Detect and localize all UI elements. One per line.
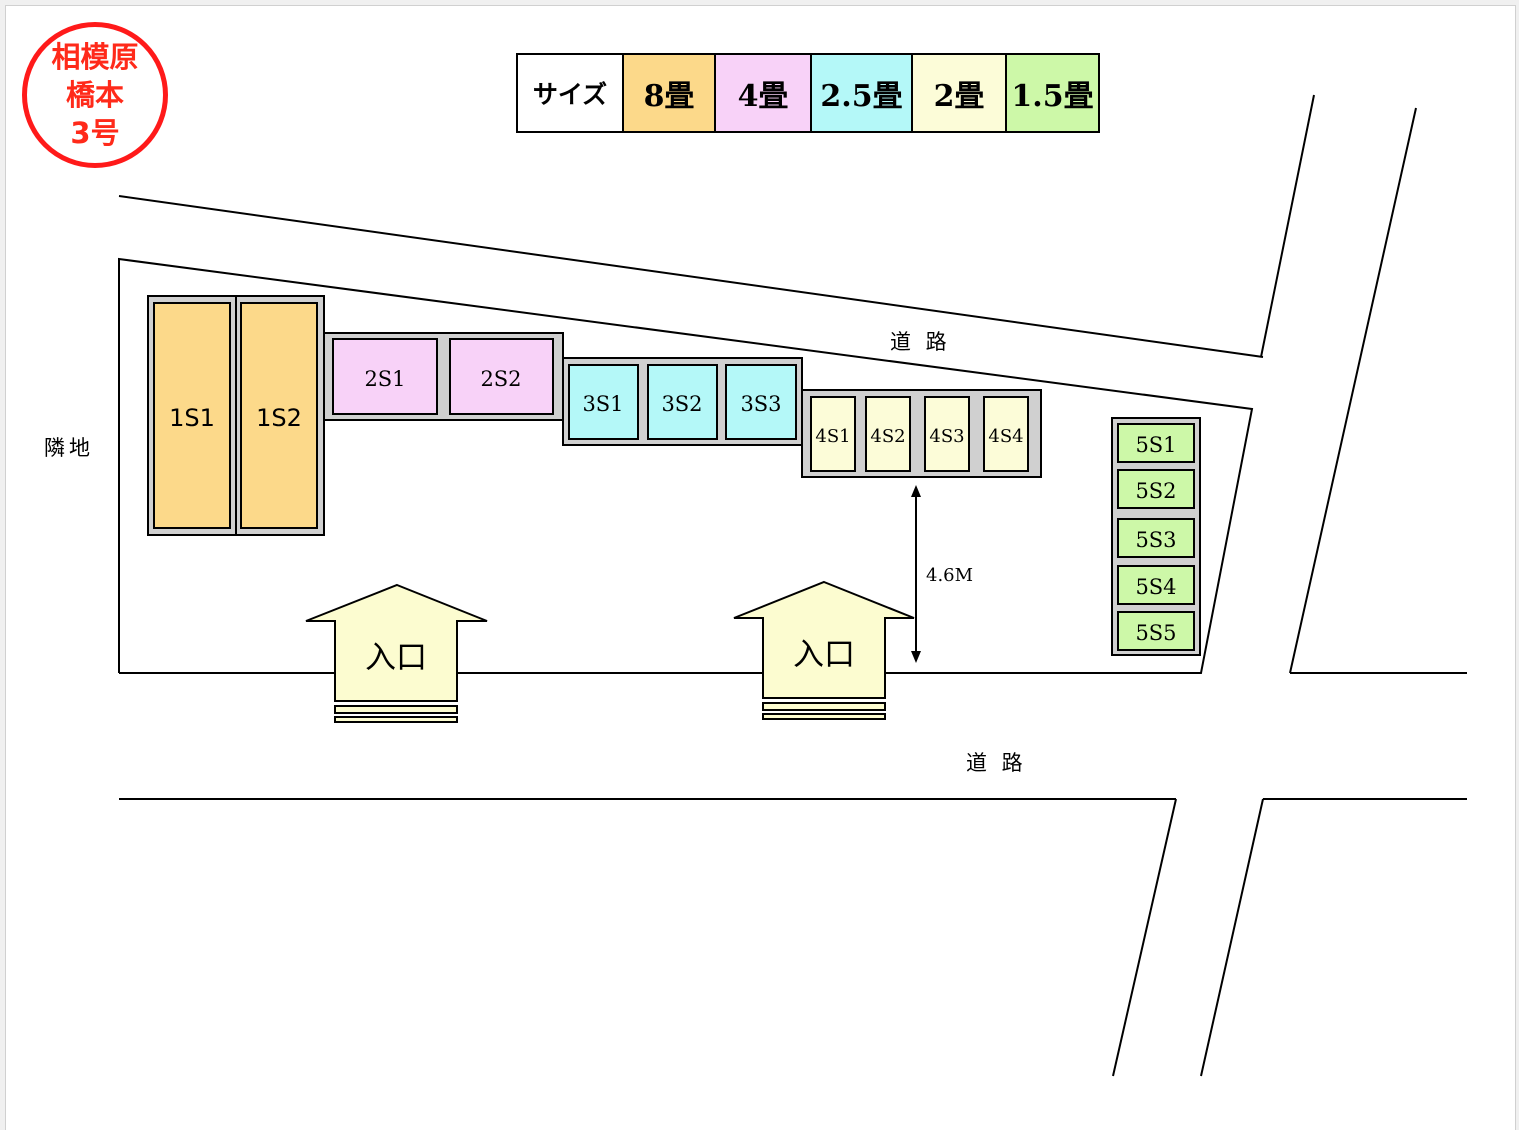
site-map-svg: 1S1 1S2 2S1 2S2 3S1 3S2 3S3 (118, 94, 1467, 1077)
size-legend: サイズ 8畳 4畳 2.5畳 2畳 1.5畳 (516, 53, 1100, 133)
unit-4s1-label: 4S1 (815, 426, 850, 447)
unit-1s1-label: 1S1 (169, 404, 215, 432)
unit-group-4: 4S1 4S2 4S3 4S4 (801, 389, 1042, 478)
unit-3s1-label: 3S1 (582, 392, 623, 416)
unit-3s2-label: 3S2 (661, 392, 702, 416)
unit-5s4[interactable] (1117, 565, 1195, 605)
unit-3s3[interactable] (725, 364, 797, 440)
unit-group-5: 5S1 5S2 5S3 5S4 5S5 (1111, 417, 1201, 656)
unit-1s2-label: 1S2 (256, 404, 302, 432)
unit-group-3: 3S1 3S2 3S3 (562, 357, 803, 446)
unit-5s1[interactable] (1117, 423, 1195, 463)
unit-5s3-label: 5S3 (1135, 528, 1176, 552)
unit-group-2: 2S1 2S2 (323, 332, 564, 421)
unit-4s1[interactable] (810, 396, 856, 472)
legend-size-1-5: 1.5畳 (1007, 55, 1098, 131)
unit-5s2-label: 5S2 (1135, 479, 1176, 503)
road-bottom-label: 道 路 (966, 751, 1027, 775)
entrance-1-label: 入口 (365, 640, 427, 676)
unit-5s1-label: 5S1 (1135, 433, 1176, 457)
legend-size-2: 2畳 (913, 55, 1007, 131)
unit-4s3-label: 4S3 (929, 426, 964, 447)
unit-5s2[interactable] (1117, 469, 1195, 509)
site-map-page: 相模原 橋本 3号 サイズ 8畳 4畳 2.5畳 2畳 1.5畳 (5, 5, 1516, 1130)
entrance-2-label: 入口 (793, 637, 855, 673)
entrance-arrow-2: 入口 (733, 580, 915, 720)
unit-2s2[interactable] (449, 338, 554, 415)
location-stamp: 相模原 橋本 3号 (22, 22, 168, 168)
unit-2s1[interactable] (332, 338, 438, 415)
unit-5s4-label: 5S4 (1135, 575, 1176, 599)
unit-3s3-label: 3S3 (740, 392, 781, 416)
stamp-line-1: 相模原 (51, 40, 139, 74)
unit-4s2-label: 4S2 (870, 426, 905, 447)
unit-4s4-label: 4S4 (988, 426, 1023, 447)
unit-4s2[interactable] (865, 396, 911, 472)
distance-dimension: 4.6M (911, 485, 973, 663)
road-lines (118, 94, 1467, 1077)
road-top-label: 道 路 (890, 330, 951, 354)
unit-5s5-label: 5S5 (1135, 621, 1176, 645)
unit-2s1-label: 2S1 (364, 367, 405, 391)
stamp-line-3: 3号 (70, 116, 120, 150)
neighbor-lot-label: 隣地 (44, 436, 94, 460)
legend-size-8: 8畳 (624, 55, 716, 131)
unit-2s2-label: 2S2 (480, 367, 521, 391)
unit-5s3[interactable] (1117, 518, 1195, 558)
distance-label: 4.6M (926, 565, 973, 586)
unit-1s2[interactable] (240, 302, 318, 529)
unit-group-1: 1S1 1S2 (147, 295, 325, 536)
unit-5s5[interactable] (1117, 611, 1195, 651)
stamp-line-2: 橋本 (65, 78, 124, 112)
legend-size-2-5: 2.5畳 (812, 55, 913, 131)
legend-title: サイズ (518, 55, 624, 131)
unit-1s1[interactable] (153, 302, 231, 529)
unit-4s3[interactable] (924, 396, 970, 472)
unit-4s4[interactable] (983, 396, 1029, 472)
unit-3s1[interactable] (568, 364, 639, 440)
legend-size-4: 4畳 (716, 55, 812, 131)
entrance-arrow-1: 入口 (305, 583, 488, 723)
unit-3s2[interactable] (647, 364, 718, 440)
